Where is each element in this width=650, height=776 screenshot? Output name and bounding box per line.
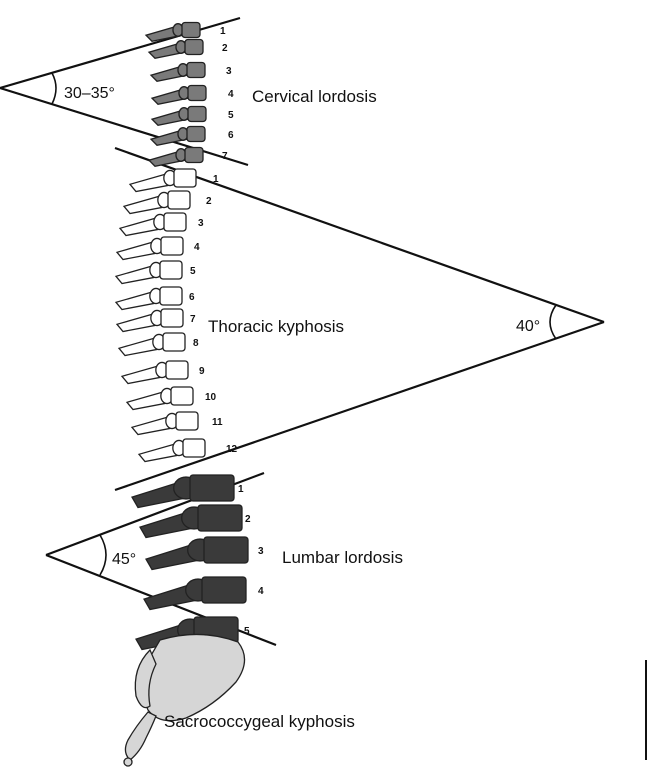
thoracic-vertebra-2 (122, 190, 191, 215)
lumbar-vertebral-body-3 (203, 536, 249, 564)
cervical-vertebra-number-4: 4 (228, 89, 234, 100)
cervical-vertebra-number-5: 5 (228, 110, 234, 121)
lumbar-vertebral-body-1 (189, 474, 235, 502)
thoracic-vertebra-number-1: 1 (213, 174, 219, 185)
lumbar-vertebra-2 (139, 504, 243, 539)
sacrum-wing (134, 648, 157, 709)
thoracic-vertebral-body-11 (175, 411, 199, 431)
thoracic-vertebral-body-12 (182, 438, 206, 458)
lumbar-vertebra-number-5: 5 (244, 626, 250, 637)
cervical-lower-line (0, 86, 249, 167)
cervical-vertebral-body-4 (187, 84, 207, 102)
coccyx-tip (123, 757, 133, 767)
cervical-vertebra-number-2: 2 (222, 43, 228, 54)
lumbar-vertebra-number-3: 3 (258, 546, 264, 557)
thoracic-vertebra-5 (114, 260, 183, 285)
cervical-lordosis-label: Cervical lordosis (252, 87, 377, 106)
cervical-vertebra-1 (144, 21, 201, 42)
thoracic-vertebra-4 (115, 236, 184, 261)
thoracic-vertebra-8 (117, 332, 186, 357)
thoracic-vertebral-body-3 (163, 212, 187, 232)
thoracic-vertebral-body-6 (159, 286, 183, 306)
cervical-vertebral-body-1 (181, 21, 201, 39)
thoracic-vertebral-body-4 (160, 236, 184, 256)
cervical-vertebra-3 (149, 61, 206, 82)
thoracic-vertebra-9 (120, 360, 189, 385)
cervical-vertebra-number-7: 7 (222, 151, 228, 162)
sacrum (123, 633, 246, 767)
thoracic-vertebral-body-5 (159, 260, 183, 280)
lumbar-vertebra-number-1: 1 (238, 484, 244, 495)
lumbar-vertebrae (131, 474, 249, 651)
cervical-angle-arc (51, 72, 57, 105)
thoracic-angle-arc (549, 304, 557, 340)
thoracic-vertebra-7 (115, 308, 184, 333)
cervical-vertebral-body-6 (186, 125, 206, 143)
thoracic-vertebral-body-8 (162, 332, 186, 352)
thoracic-vertebra-1 (128, 168, 197, 193)
coccyx (124, 711, 157, 761)
lumbar-vertebra-1 (131, 474, 235, 509)
thoracic-vertebral-body-7 (160, 308, 184, 328)
thoracic-vertebra-number-9: 9 (199, 366, 205, 377)
lumbar-angle-label: 45° (112, 551, 136, 568)
cervical-vertebral-body-5 (187, 105, 207, 123)
thoracic-vertebra-number-2: 2 (206, 196, 212, 207)
thoracic-vertebral-body-9 (165, 360, 189, 380)
thoracic-vertebra-number-3: 3 (198, 218, 204, 229)
thoracic-vertebra-3 (118, 212, 187, 237)
lumbar-vertebra-numbers: 1 2 3 4 5 (238, 484, 264, 637)
cervical-vertebra-number-6: 6 (228, 130, 234, 141)
thoracic-lower-line (114, 320, 605, 492)
cervical-vertebra-2 (147, 38, 204, 59)
cervical-vertebra-numbers: 1 2 3 4 5 67 (220, 26, 234, 162)
cervical-vertebra-number-3: 3 (226, 66, 232, 77)
thoracic-vertebra-number-4: 4 (194, 242, 200, 253)
lumbar-lordosis-label: Lumbar lordosis (282, 548, 403, 567)
cervical-vertebra-6 (149, 125, 206, 146)
angle-arcs (51, 72, 557, 576)
cervical-vertebra-4 (150, 84, 207, 105)
thoracic-vertebra-number-12: 12 (226, 444, 238, 455)
thoracic-vertebral-body-2 (167, 190, 191, 210)
cervical-angle-label: 30–35° (64, 85, 115, 102)
cervical-vertebra-7 (147, 146, 204, 167)
thoracic-vertebra-number-8: 8 (193, 338, 199, 349)
thoracic-vertebral-body-10 (170, 386, 194, 406)
lumbar-vertebra-number-2: 2 (245, 514, 251, 525)
thoracic-vertebra-11 (130, 411, 199, 436)
thoracic-kyphosis-label: Thoracic kyphosis (208, 317, 344, 336)
sacrococcygeal-kyphosis-label: Sacrococcygeal kyphosis (164, 712, 355, 731)
lumbar-vertebra-number-4: 4 (258, 586, 264, 597)
lumbar-vertebra-4 (143, 576, 247, 611)
lumbar-vertebral-body-2 (197, 504, 243, 532)
thoracic-vertebra-number-5: 5 (190, 266, 196, 277)
cervical-vertebral-body-7 (184, 146, 204, 164)
sacrum-body (141, 633, 246, 722)
lumbar-vertebral-body-4 (201, 576, 247, 604)
thoracic-vertebrae (114, 168, 206, 463)
thoracic-vertebra-6 (114, 286, 183, 311)
cervical-vertebral-body-2 (184, 38, 204, 56)
cervical-vertebra-5 (150, 105, 207, 126)
thoracic-vertebra-number-10: 10 (205, 392, 217, 403)
thoracic-vertebra-10 (125, 386, 194, 411)
thoracic-vertebral-body-1 (173, 168, 197, 188)
lumbar-vertebra-3 (145, 536, 249, 571)
thoracic-vertebra-12 (137, 438, 206, 463)
lumbar-angle-arc (99, 534, 107, 576)
cervical-vertebra-number-1: 1 (220, 26, 226, 37)
thoracic-angle-label: 40° (516, 318, 540, 335)
thoracic-vertebra-number-7: 7 (190, 314, 196, 325)
cervical-vertebral-body-3 (186, 61, 206, 79)
cervical-vertebrae (144, 21, 207, 167)
thoracic-vertebra-number-6: 6 (189, 292, 195, 303)
thoracic-vertebra-number-11: 11 (212, 417, 223, 428)
